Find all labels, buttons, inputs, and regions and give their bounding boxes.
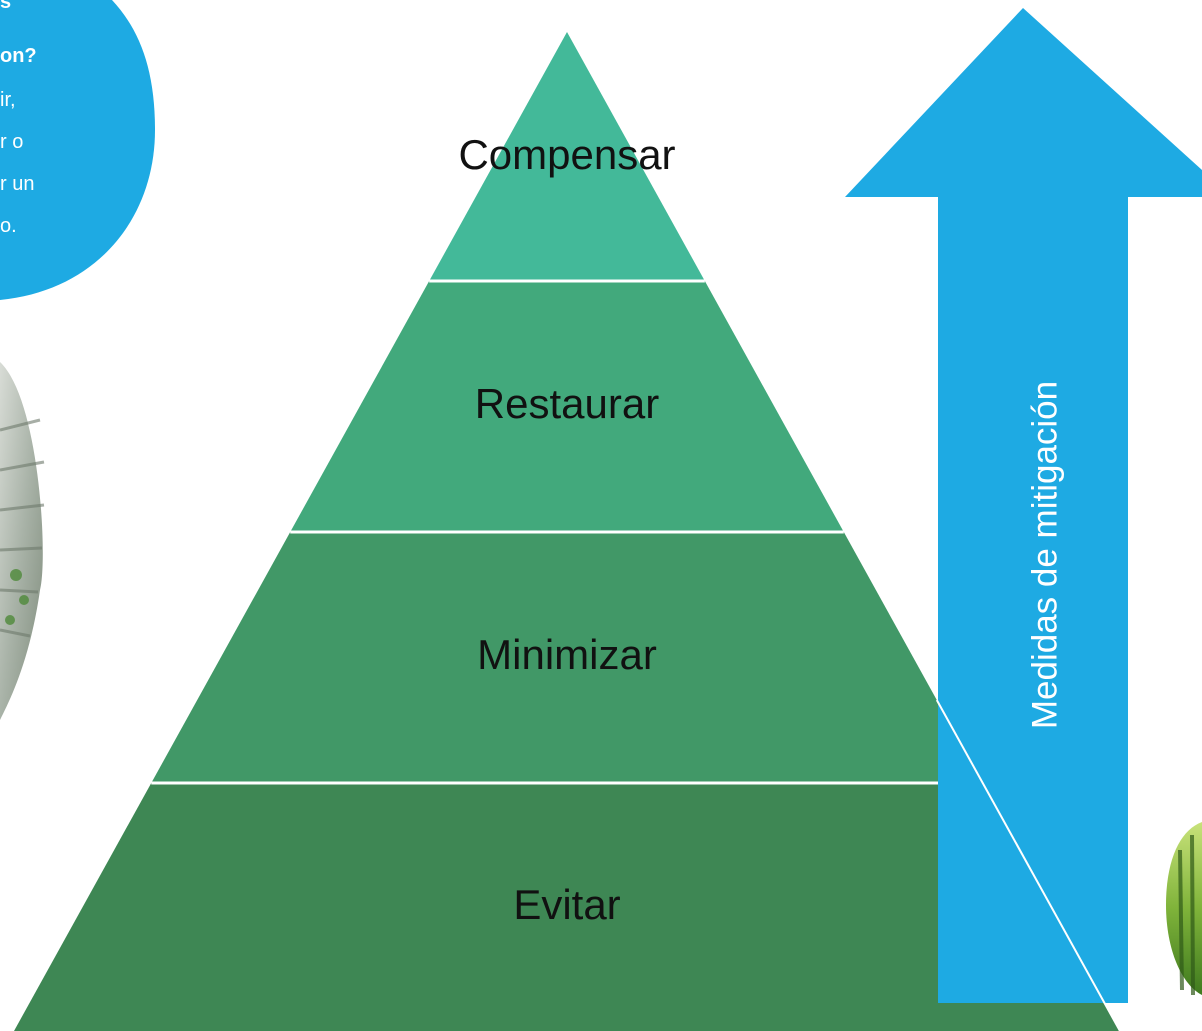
pyramid-level-restaurar <box>290 281 844 532</box>
pyramid-edge <box>935 699 1121 1031</box>
industrial-photo <box>0 362 45 720</box>
mitigation-measures-arrow: Medidas de mitigación <box>845 8 1202 1003</box>
pyramid-level-compensar <box>429 32 705 281</box>
forest-photo <box>1166 822 1202 996</box>
arrow-label: Medidas de mitigación <box>1025 381 1064 729</box>
info-bubble <box>0 0 155 300</box>
pyramid-level-evitar <box>14 783 1120 1031</box>
pyramid-level-minimizar <box>151 532 983 783</box>
pyramid-label-compensar: Compensar <box>458 131 675 178</box>
pyramid-label-evitar: Evitar <box>513 881 620 928</box>
pyramid-label-restaurar: Restaurar <box>475 380 659 427</box>
pyramid-label-minimizar: Minimizar <box>477 631 657 678</box>
